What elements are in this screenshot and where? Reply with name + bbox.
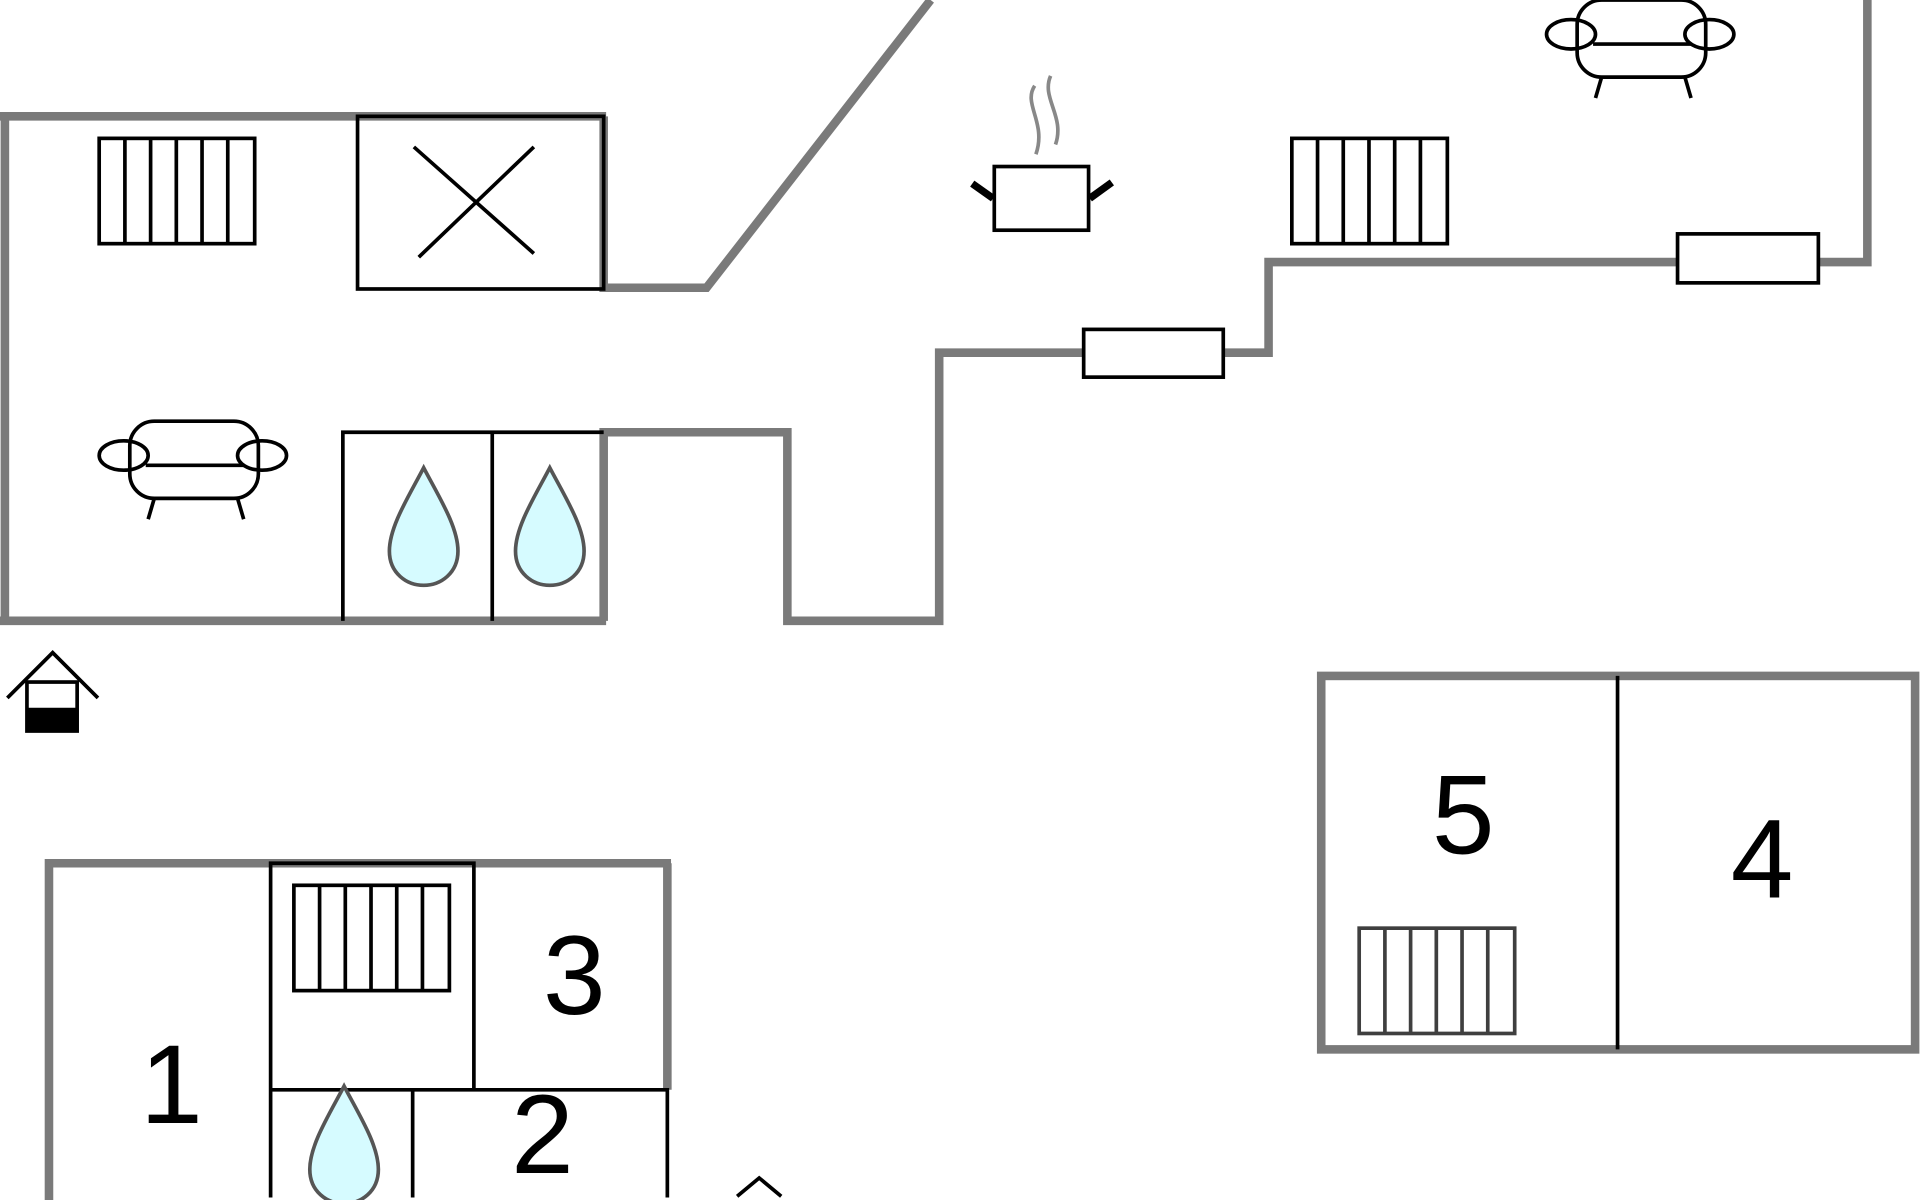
- shower-icon: [307, 1084, 381, 1200]
- sofa-icon: [97, 419, 289, 522]
- window-icon: [1081, 327, 1226, 379]
- room-label-5: 5: [1432, 751, 1495, 877]
- room-label-1: 1: [140, 1021, 203, 1147]
- shower-icon: [341, 430, 604, 621]
- radiator-icon: [1357, 926, 1517, 1036]
- radiator-icon: [97, 136, 257, 246]
- room-dividers: [268, 861, 670, 1198]
- room-label-4: 4: [1731, 796, 1794, 922]
- radiator-icon: [1290, 136, 1450, 246]
- sofa-icon: [1544, 0, 1736, 100]
- room-label-3: 3: [543, 912, 606, 1038]
- stairs-icon: [355, 114, 606, 291]
- radiator-icon: [292, 883, 452, 993]
- entrance-icon: [6, 650, 100, 733]
- room-label-2: 2: [511, 1071, 574, 1197]
- cooking-pot-icon: [970, 75, 1114, 233]
- entrance-icon: [735, 1175, 783, 1198]
- window-icon: [1675, 232, 1821, 285]
